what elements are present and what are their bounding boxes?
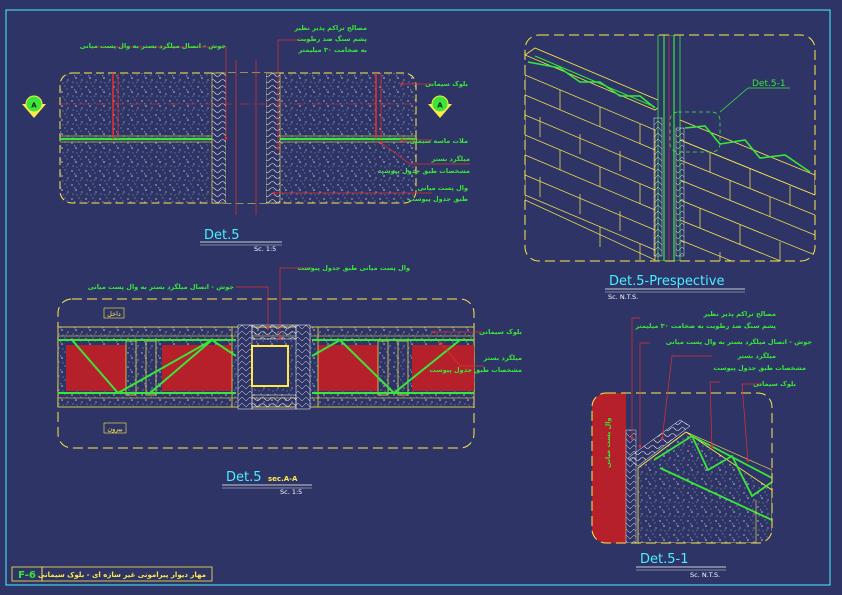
sheet-title-box xyxy=(41,566,213,582)
det5-1-view: وال پست میانی مصالح تراکم پذیر نظیر پشم … xyxy=(591,310,813,579)
det5-section-aa: داخل بیرون وال پست میانی طبق جدول پیوست … xyxy=(57,264,522,496)
plan-label-mortar: ملات ماسه سیمان xyxy=(410,137,468,145)
det51-label-rebar-1: میلگرد بستر xyxy=(736,352,776,360)
det51-label-joint: جوش - اتصال میلگرد بستر به وال پست میانی xyxy=(666,338,813,346)
section-mark-right: A xyxy=(428,95,452,118)
section-label-post: وال پست میانی طبق جدول پیوست xyxy=(298,264,411,272)
det51-outline xyxy=(591,392,773,544)
perspective-callout-label: Det.5-1 xyxy=(752,79,786,89)
det51-scale: Sc. N.T.S. xyxy=(690,571,720,579)
section-title-suffix: sec.A-A xyxy=(268,475,298,483)
det51-label-rebar-2: مشخصات طبق جدول پیوست xyxy=(713,364,806,372)
section-mark-left-label: A xyxy=(31,102,37,110)
plan-label-sealant-3: به ضخامت ۳۰ میلیمتر xyxy=(298,46,367,54)
perspective-bricks-right xyxy=(679,139,815,261)
plan-label-joint: جوش - اتصال میلگرد بستر به وال پست میانی xyxy=(80,42,227,50)
plan-label-block: بلوک سیمانی xyxy=(425,80,468,88)
sheet-title: مهار دیوار پیرامونی غیر سازه ای - بلوک س… xyxy=(38,571,206,579)
perspective-detail-callout xyxy=(669,111,721,153)
det51-wall-post xyxy=(592,393,626,543)
plan-wall-post-gap xyxy=(226,73,266,203)
det5-plan-view: A A جوش - اتصال میلگرد بستر به وال پست م… xyxy=(22,24,470,253)
plan-label-sealant-1: مصالح تراکم پذیر نظیر xyxy=(293,24,367,32)
plan-label-rebar-1: میلگرد بستر xyxy=(430,155,470,163)
det51-post-vertical-label: وال پست میانی xyxy=(604,417,612,468)
det5-perspective-view: Det.5-1 Det.5-Prespective Sc. N.T.S. xyxy=(524,34,816,301)
section-scale: Sc. 1:5 xyxy=(280,488,302,496)
plan-title: Det.5 xyxy=(204,228,240,243)
plan-label-rebar-2: مشخصات طبق جدول پیوست xyxy=(377,167,470,175)
section-label-rebar-1: میلگرد بستر xyxy=(482,354,522,362)
perspective-title: Det.5-Prespective xyxy=(609,274,724,289)
det51-label-sealant-2: پشم سنگ ضد رطوبت به ضخامت ۳۰ میلیمتر xyxy=(634,322,776,330)
det51-label-block: بلوک سیمانی xyxy=(753,380,796,388)
title-block: F-6 مهار دیوار پیرامونی غیر سازه ای - بل… xyxy=(11,566,213,582)
perspective-rebar-left xyxy=(527,61,656,109)
perspective-rebar-right xyxy=(684,125,811,173)
perspective-outline xyxy=(524,34,816,262)
section-label-joint: جوش - اتصال میلگرد بستر به وال پست میانی xyxy=(88,283,235,291)
plan-label-post-1: وال پست میانی xyxy=(417,184,468,192)
section-outside-label: بیرون xyxy=(107,425,122,433)
section-wall-post xyxy=(251,345,289,387)
plan-label-post-2: طبق جدول پیوست xyxy=(408,195,468,203)
plan-label-sealant-2: پشم سنگ ضد رطوبت xyxy=(297,35,367,43)
plan-scale: Sc. 1:5 xyxy=(254,245,276,253)
section-mark-right-label: A xyxy=(437,102,443,110)
det51-title: Det.5-1 xyxy=(640,552,688,567)
sheet-code: F-6 xyxy=(18,570,36,581)
section-label-block: بلوک سیمانی xyxy=(479,328,522,336)
section-inside-label: داخل xyxy=(107,310,121,318)
det51-rebar xyxy=(653,435,772,521)
section-label-rebar-2: مشخصات طبق جدول پیوست xyxy=(429,366,522,374)
perspective-scale: Sc. N.T.S. xyxy=(608,293,638,301)
section-title: Det.5 xyxy=(226,470,262,485)
sheet-frame xyxy=(5,9,831,586)
section-rebar xyxy=(58,338,474,395)
section-mark-left: A xyxy=(22,95,46,118)
perspective-bricks-left xyxy=(525,74,656,261)
det51-label-sealant-1: مصالح تراکم پذیر نظیر xyxy=(702,310,776,318)
